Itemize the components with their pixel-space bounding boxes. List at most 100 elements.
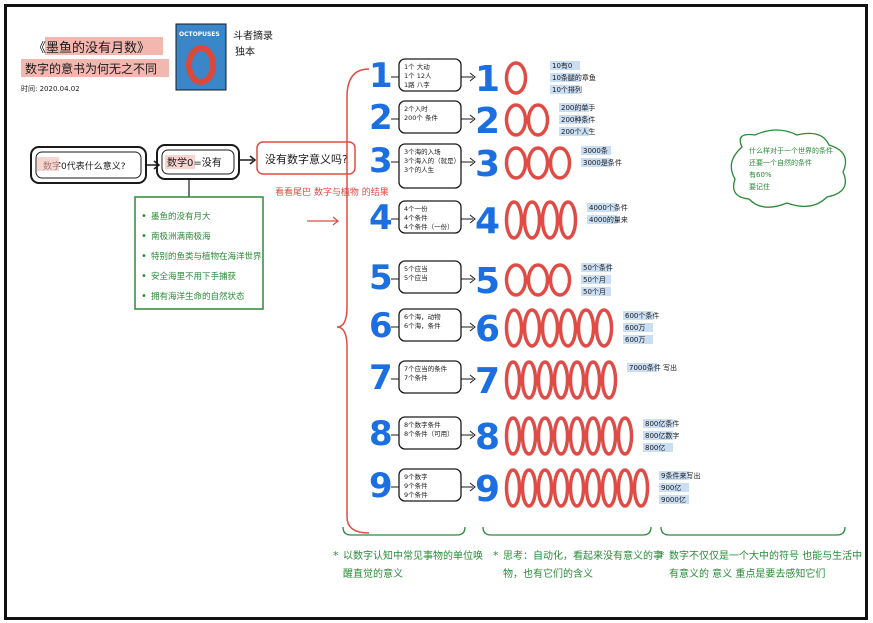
book-cover: OCTOPUSES (175, 23, 227, 91)
big-number-zero (504, 360, 522, 400)
row-box-line: 9个条件 (404, 481, 428, 490)
row-box-line: 6个海，条件 (404, 321, 441, 330)
red-note: 看看尾巴 数字与植物 的结果 (275, 186, 389, 198)
big-number-zero (540, 200, 560, 240)
big-number-zero (616, 416, 634, 456)
row-note: 800亿条件 (645, 419, 679, 428)
big-number-zero (526, 263, 550, 297)
row-box (398, 416, 462, 450)
book-title-line1: 《墨鱼的没有月数》 (33, 40, 150, 56)
list-bullet: • (141, 271, 147, 282)
big-number-zero (526, 103, 550, 137)
big-number-zero (552, 416, 570, 456)
question-box-3 (256, 141, 356, 175)
row-note: 50个月 (583, 276, 606, 284)
row-box (398, 308, 462, 342)
row-note: 600个条件 (625, 311, 659, 320)
big-number-zero (600, 416, 618, 456)
left-list-item: 拥有海洋生命的自然状态 (151, 291, 245, 302)
row-note: 7000条件 写出 (629, 363, 677, 372)
svg-text:*: * (659, 549, 665, 562)
cloud-text-line: 什么样对于一个世界的条件 (749, 146, 833, 155)
big-number-digit: 4 (475, 201, 500, 242)
row-box-line: 4个条件（一份） (404, 222, 454, 231)
list-bullet: • (141, 231, 147, 242)
big-number-zero (536, 468, 554, 508)
left-list-box (134, 196, 264, 310)
big-number-zero (548, 146, 572, 180)
big-number-zero (522, 200, 542, 240)
mindmap-canvas: 《墨鱼的没有月数》 数字的意书为何无之不同 时间: 2020.04.02 斗者摘… (4, 4, 868, 620)
row-box-line: 1个 大动 (404, 62, 430, 71)
row-box-line: 2个入时 (404, 104, 428, 113)
list-bullet: • (141, 211, 147, 222)
row-note: 800亿数字 (645, 431, 679, 440)
row-box-line: 1路 八字 (404, 80, 430, 89)
row-box-line: 3个海的入场 (404, 147, 441, 156)
row-number: 3 (369, 141, 393, 181)
row-note: 9000亿 (661, 495, 686, 504)
big-number-digit: 5 (475, 261, 500, 302)
big-number-zero (600, 360, 618, 400)
big-number-zero (504, 416, 522, 456)
big-number-zero (558, 308, 578, 348)
big-number-zero (536, 416, 554, 456)
book-title-line2: 数字的意书为何无之不同 (25, 61, 157, 76)
list-bullet: • (141, 251, 147, 262)
date-label: 时间: 2020.04.02 (21, 84, 80, 93)
title-block: 《墨鱼的没有月数》 数字的意书为何无之不同 时间: 2020.04.02 斗者摘… (21, 29, 273, 93)
big-number-zero (504, 308, 524, 348)
big-number-zero (552, 360, 570, 400)
big-number-zero (504, 61, 528, 95)
row-note: 600万 (625, 336, 645, 344)
row-box-line: 7个应当的条件 (404, 364, 448, 373)
big-number-digit: 8 (475, 417, 500, 458)
row-box (398, 143, 462, 189)
big-number-zero (584, 360, 602, 400)
title-highlight-1 (45, 37, 163, 55)
big-number-zero (522, 308, 542, 348)
bottom-note-line: 有意义的 意义 重点是要去感知它们 (669, 567, 825, 580)
flow-chain: 数字0代表什么意义? 数学0=没有 没有数字意义吗? 看看尾巴 数字与植物 的结… (30, 141, 389, 226)
big-number-zero (504, 468, 522, 508)
row-note: 10条腿的章鱼 (552, 73, 596, 82)
row-box-line: 3个海入的（就是） (404, 156, 460, 165)
big-number-digit: 2 (475, 101, 500, 142)
big-number-digit: 7 (475, 361, 500, 402)
cloud-text-line: 还要一个自然的条件 (749, 158, 812, 167)
row-note: 600万 (625, 324, 645, 332)
row-number: 2 (369, 98, 393, 138)
big-number-zero (576, 308, 596, 348)
author-line1: 斗者摘录 (233, 29, 273, 42)
row-box-line: 4个条件 (404, 213, 428, 222)
row-note: 10个排列 (552, 85, 582, 94)
bottom-note-line: 数字不仅仅是一个大中的符号 也能与生活中 (669, 549, 862, 562)
row-box-line: 5个应当 (404, 264, 428, 273)
bottom-note-line: 思考：自动化，看起来没有意义的事 (503, 549, 663, 562)
big-number-zero (520, 468, 538, 508)
row-note: 9条件来写出 (661, 471, 700, 480)
question-3: 没有数字意义吗? (265, 152, 348, 166)
mindmap-drawing: 《墨鱼的没有月数》 数字的意书为何无之不同 时间: 2020.04.02 斗者摘… (21, 23, 862, 580)
row-number: 9 (369, 466, 393, 506)
list-bullet: • (141, 291, 147, 302)
row-note: 3000是条件 (583, 158, 622, 167)
row-note: 3000条 (583, 146, 608, 155)
svg-text:*: * (493, 549, 499, 562)
bottom-note-line: 以数字认知中常见事物的单位唤 (343, 549, 483, 562)
big-number-zero (520, 416, 538, 456)
big-number-digit: 1 (475, 59, 500, 100)
row-box-line: 200个 条件 (404, 113, 438, 122)
row-box-line: 6个海，动物 (404, 312, 441, 321)
